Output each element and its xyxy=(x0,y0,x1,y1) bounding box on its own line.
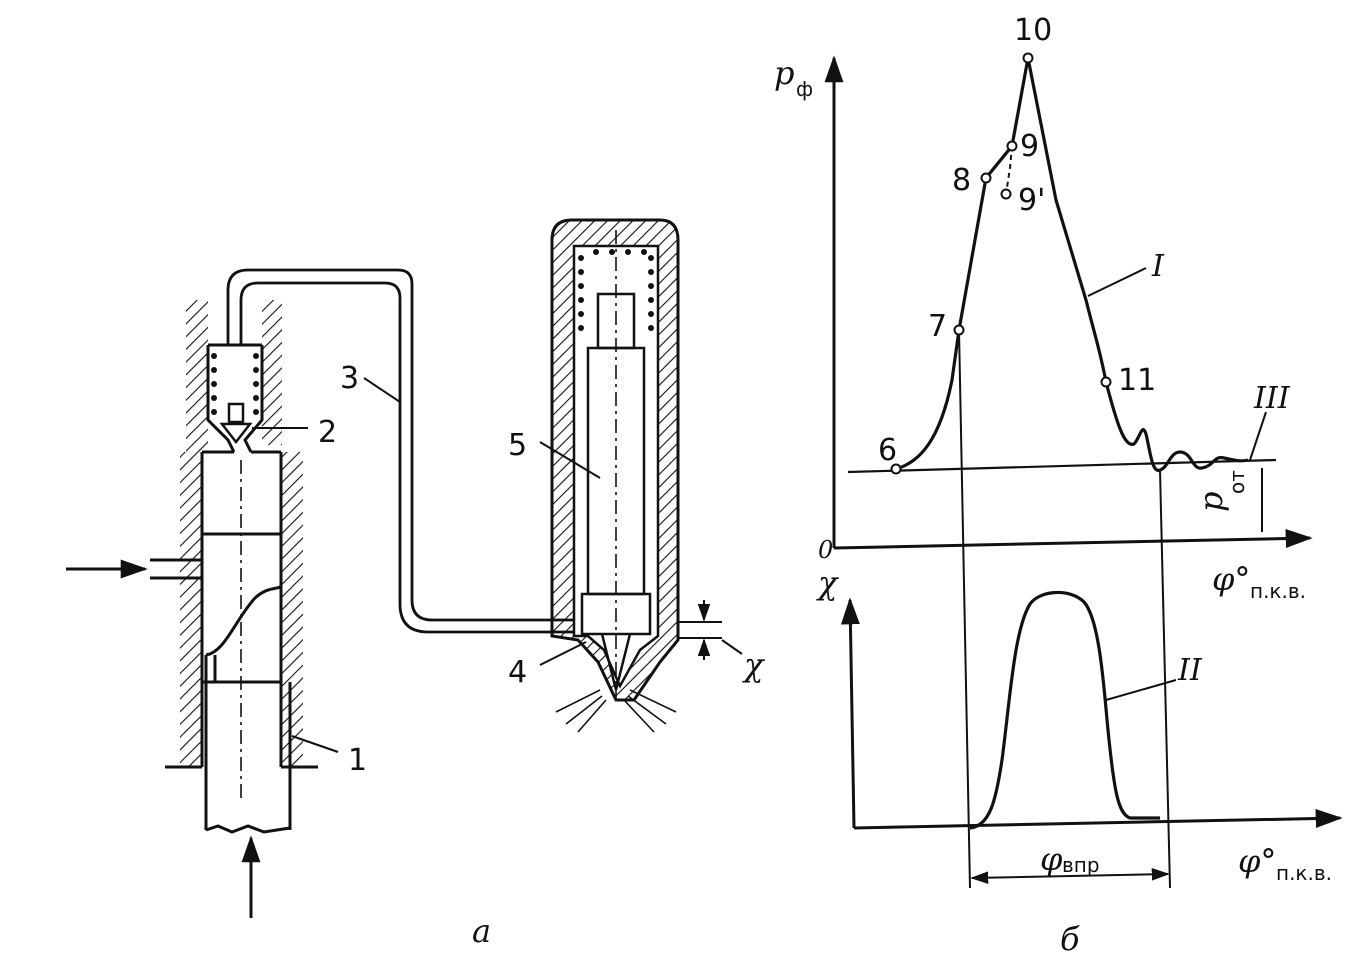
plunger xyxy=(202,460,292,834)
delivery-valve xyxy=(186,300,282,453)
axis-label-lift: χ xyxy=(816,564,839,602)
needle-lift-curve xyxy=(969,590,1160,830)
phi-axis-upper xyxy=(833,529,1313,550)
curve-label-residual: III xyxy=(1253,381,1291,416)
label-pipe: 3 xyxy=(340,361,359,396)
caption-a: а xyxy=(472,912,491,950)
injector xyxy=(550,218,722,733)
point-label-6: 6 xyxy=(878,433,897,468)
curve-label-lift: II xyxy=(1177,653,1203,688)
x-axis-sub-lower: п.к.в. xyxy=(1276,861,1332,885)
point-label-9prime: 9' xyxy=(1018,183,1045,218)
origin-label: 0 xyxy=(818,536,833,564)
high-pressure-pipe xyxy=(226,268,580,634)
label-needle-lift: χ xyxy=(742,646,765,684)
point-label-7: 7 xyxy=(928,309,947,344)
pressure-curve xyxy=(895,57,1249,472)
x-axis-label-upper: φ° xyxy=(1212,560,1250,598)
duration-dimension xyxy=(970,868,1170,884)
axis-label-pressure: р xyxy=(774,54,794,92)
lift-axis xyxy=(840,597,860,829)
residual-pressure-label: р xyxy=(1192,492,1230,512)
schematic-a xyxy=(66,218,743,918)
graph-b xyxy=(824,52,1343,889)
injection-duration-label: φ xyxy=(1040,840,1063,878)
point-label-11: 11 xyxy=(1118,363,1156,398)
fuel-inlet-arrow xyxy=(66,558,202,580)
point-label-10: 10 xyxy=(1014,13,1052,48)
injection-duration-sub: впр xyxy=(1062,853,1100,877)
label-plunger: 1 xyxy=(348,743,367,778)
pump-housing xyxy=(165,450,318,769)
label-needle-seat: 4 xyxy=(508,655,527,690)
caption-b: б xyxy=(1060,920,1080,958)
label-delivery-valve: 2 xyxy=(318,415,337,450)
injection-end-line xyxy=(1159,469,1171,889)
residual-pressure-sub: от xyxy=(1225,470,1249,494)
injection-start-line xyxy=(958,329,971,889)
x-axis-sub-upper: п.к.в. xyxy=(1250,579,1306,603)
x-axis-label-lower: φ° xyxy=(1238,842,1276,880)
curve-leaders xyxy=(1087,267,1267,701)
label-needle: 5 xyxy=(508,428,527,463)
curve-label-pressure: I xyxy=(1151,249,1165,284)
callout-leaders xyxy=(252,377,743,753)
point-label-9: 9 xyxy=(1020,129,1039,164)
curve-points xyxy=(890,52,1112,475)
phi-axis-lower xyxy=(853,809,1343,830)
pressure-curve-dashed xyxy=(1005,145,1013,195)
point-label-8: 8 xyxy=(952,163,971,198)
residual-pressure-line xyxy=(847,458,1277,474)
axis-label-pressure-sub: ф xyxy=(796,77,813,101)
